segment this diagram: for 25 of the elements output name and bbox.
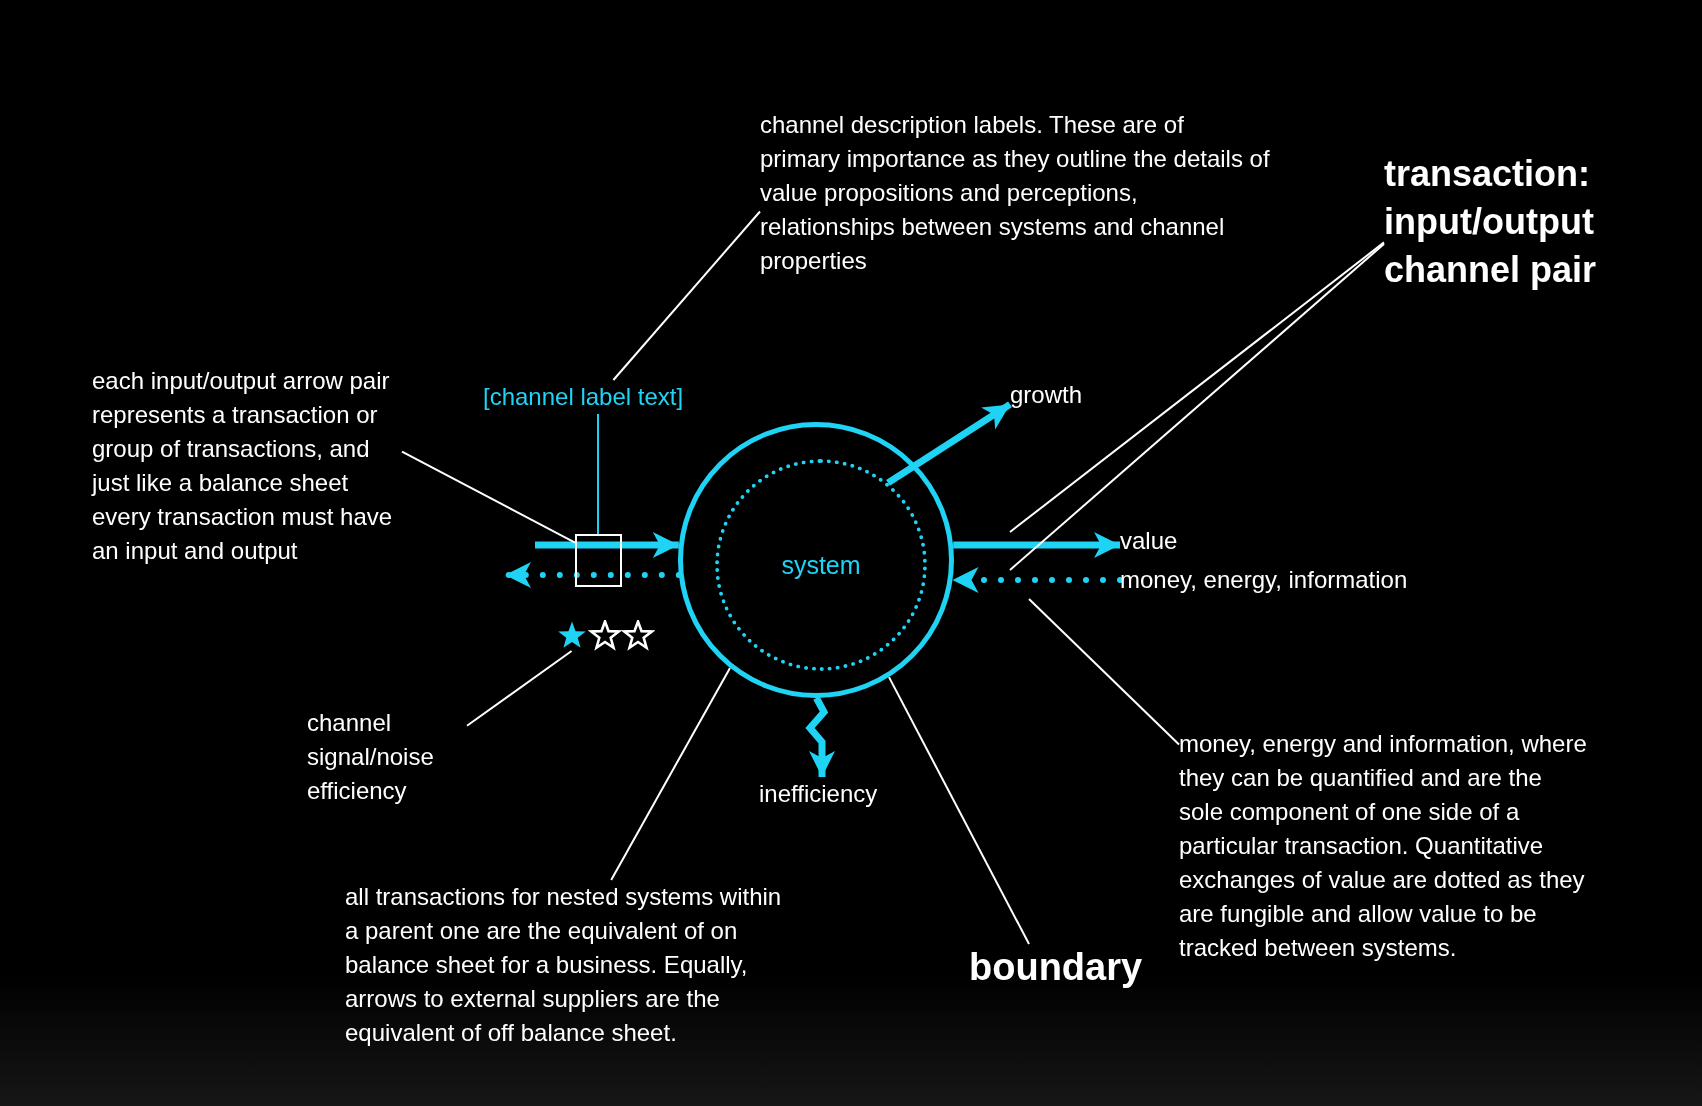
leader-line	[610, 666, 731, 881]
leader-line	[612, 210, 761, 381]
annotation-text: each input/output arrow pair represents a transaction or group of transactions, and just like a balance sheet every transaction must have an input and output	[92, 364, 402, 568]
annotation-text: channel description labels. These are of primary importance as they outline the details of value propositions and perceptions, relationships between systems and channel properties	[760, 108, 1270, 278]
heading-text: transaction: input/output channel pair	[1384, 150, 1624, 294]
value-types-label: money, energy, information	[1120, 563, 1408, 597]
annotation-text: channel signal/noise efficiency	[307, 706, 467, 808]
channel-label: [channel label text]	[483, 380, 684, 414]
channel-label-box	[575, 534, 622, 587]
boundary-label: boundary	[969, 944, 1143, 990]
inner-dotted-circle	[715, 459, 927, 671]
star-rating-icon	[556, 620, 655, 651]
arrow	[886, 401, 1012, 486]
leader-line	[1028, 598, 1180, 746]
system-circle	[678, 422, 954, 698]
leader-line	[888, 676, 1030, 945]
annotation-text: money, energy and information, where they can be quantified and are the sole component of one side of a particular transaction. Quantitative exchanges of value are dotted as they are fungible and allow value to be tracked between systems.	[1179, 727, 1589, 965]
growth-label: growth	[1010, 378, 1083, 412]
leader-line	[597, 413, 599, 535]
annotation-text: all transactions for nested systems within a parent one are the equivalent of on balance sheet for a business. Equally, arrows to external suppliers are the equivalent of off balance sheet.	[345, 880, 785, 1050]
inefficiency-label: inefficiency	[759, 777, 878, 811]
leader-line	[466, 650, 573, 727]
system-label: system	[781, 550, 861, 580]
value-label: value	[1120, 524, 1178, 558]
leader-line	[401, 450, 576, 544]
